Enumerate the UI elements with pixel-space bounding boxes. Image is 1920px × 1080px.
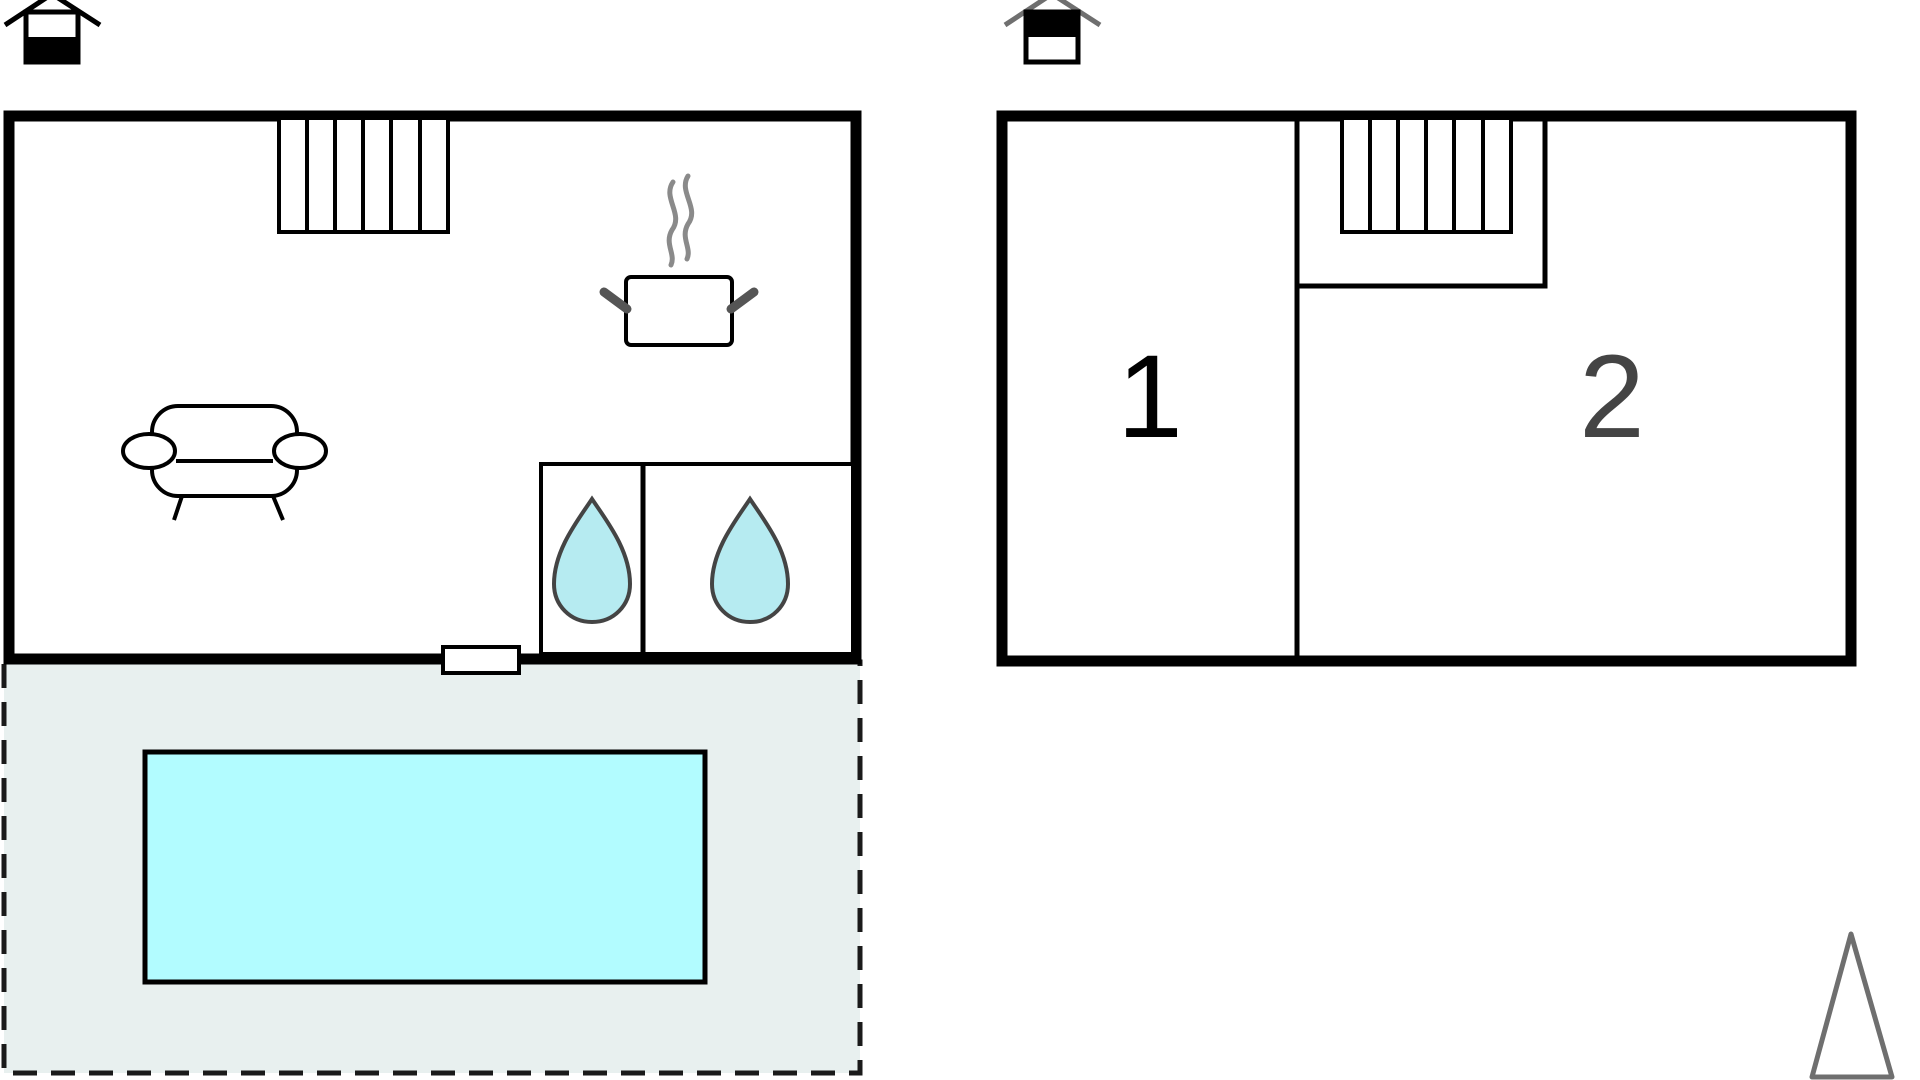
water-drop-icon — [709, 495, 791, 625]
bedroom-1-label: 1 — [1117, 331, 1183, 463]
house-floor-icon — [1003, 0, 1102, 65]
cooking-pot-icon — [599, 173, 759, 347]
swimming-pool — [142, 749, 708, 985]
sofa-icon — [121, 404, 328, 521]
entrance-door — [441, 645, 521, 675]
ground-floor-plan — [1, 0, 863, 1076]
stairs-icon — [277, 116, 450, 234]
bedroom-2-label: 2 — [1579, 331, 1645, 463]
upper-floor-plan: 1 2 — [996, 0, 1857, 667]
north-arrow-icon — [1809, 931, 1895, 1080]
water-drop-icon — [551, 495, 633, 625]
house-floor-icon — [3, 0, 102, 65]
stair-landing — [1297, 118, 1548, 289]
bathroom-block — [539, 462, 855, 656]
stairs-icon — [1340, 116, 1513, 234]
